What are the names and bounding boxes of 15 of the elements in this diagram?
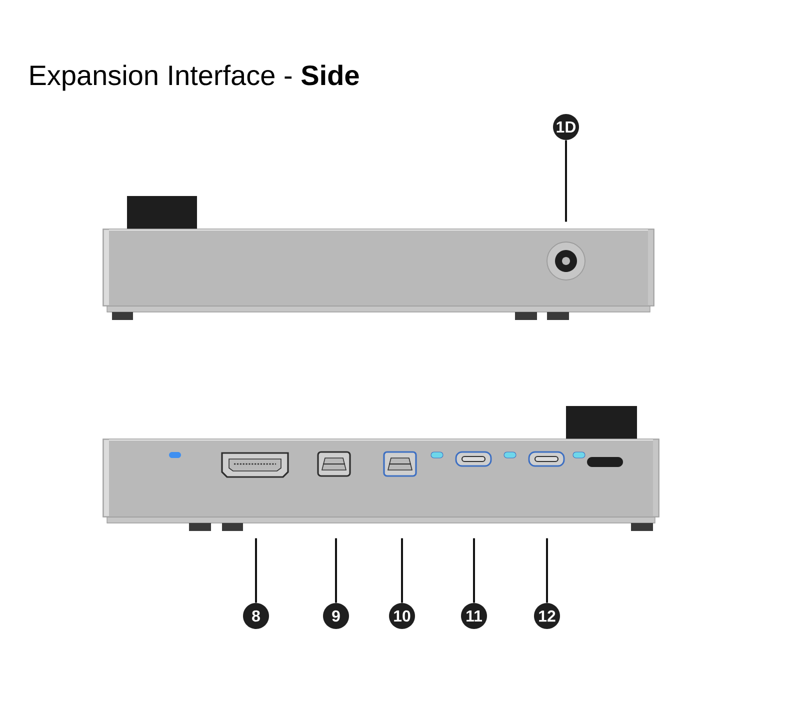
callout-number: 1D bbox=[553, 114, 579, 140]
leader-line bbox=[255, 538, 257, 603]
device-illustration bbox=[102, 228, 654, 320]
callout-number: 12 bbox=[534, 603, 560, 629]
leader-line bbox=[401, 538, 403, 603]
title: Expansion Interface - Side bbox=[30, 64, 359, 91]
callout-number: 10 bbox=[389, 603, 415, 629]
callout-number: 11 bbox=[461, 603, 487, 629]
leader-line bbox=[335, 538, 337, 603]
callout-number: 9 bbox=[323, 603, 349, 629]
device-illustration bbox=[102, 438, 660, 531]
leader-line bbox=[473, 538, 475, 603]
callout-number: 8 bbox=[243, 603, 269, 629]
leader-line bbox=[546, 538, 548, 603]
leader-line bbox=[565, 140, 567, 222]
